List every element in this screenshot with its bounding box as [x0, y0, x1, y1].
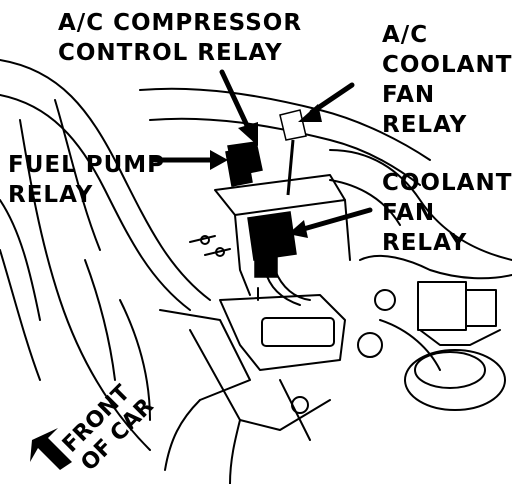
label-ac-compressor-line1: A/C COMPRESSOR	[58, 10, 303, 36]
label-ac-coolant-fan-relay: A/C COOLANT FAN RELAY	[382, 20, 512, 140]
label-fuel-pump-line2: RELAY	[8, 182, 94, 208]
label-coolant-fan-line1: COOLANT	[382, 170, 512, 196]
label-coolant-fan-relay: COOLANT FAN RELAY	[382, 168, 512, 258]
label-ac-coolant-line2: COOLANT	[382, 52, 512, 78]
fuel-pump-relay-shape	[225, 147, 253, 187]
front-direction-arrow-icon	[30, 428, 72, 470]
label-fuel-pump-line1: FUEL PUMP	[8, 152, 166, 178]
label-coolant-fan-line3: RELAY	[382, 230, 468, 256]
label-ac-coolant-line3: FAN	[382, 82, 436, 108]
ac-coolant-fan-relay-shape	[279, 109, 307, 141]
label-ac-coolant-line4: RELAY	[382, 112, 468, 138]
label-coolant-fan-line2: FAN	[382, 200, 436, 226]
label-ac-compressor-line2: CONTROL RELAY	[58, 40, 283, 66]
coolant-fan-relay-shape	[247, 211, 297, 261]
label-ac-coolant-line1: A/C	[382, 22, 429, 48]
label-fuel-pump-relay: FUEL PUMP RELAY	[8, 150, 165, 210]
label-ac-compressor-control-relay: A/C COMPRESSOR CONTROL RELAY	[58, 8, 302, 68]
